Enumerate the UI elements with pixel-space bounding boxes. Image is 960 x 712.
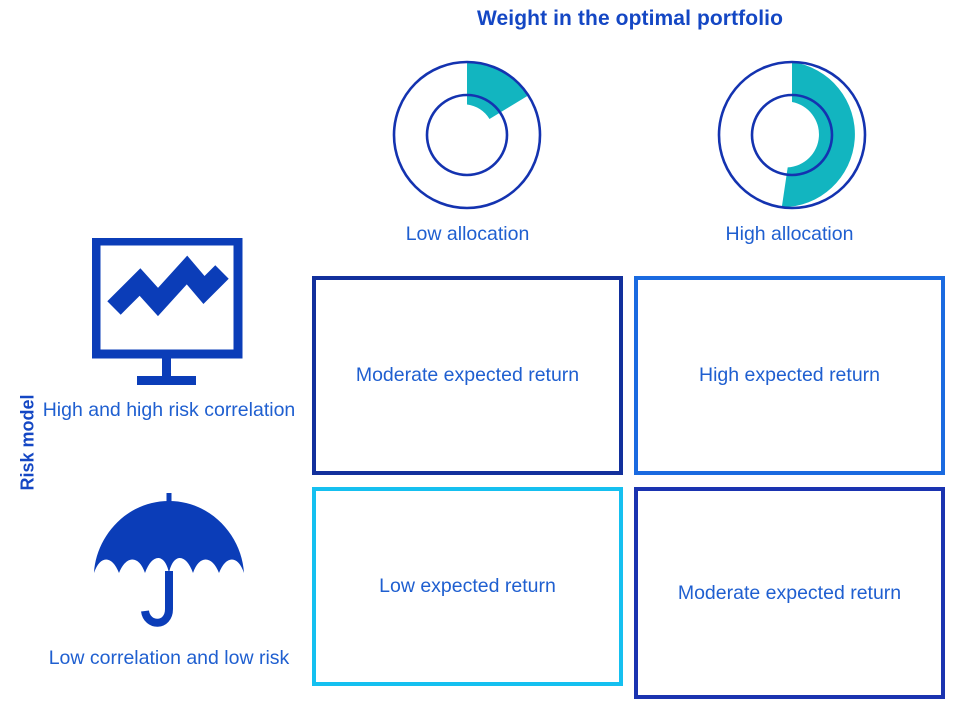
donut-outer-ring: [392, 60, 542, 210]
matrix-cell-low-risk-low-allocation[interactable]: Low expected return: [312, 487, 623, 686]
donut-outer-ring: [717, 60, 867, 210]
matrix-cell-high-risk-high-allocation[interactable]: High expected return: [634, 276, 945, 475]
page-title: Weight in the optimal portfolio: [476, 7, 783, 30]
matrix-cell-label: High expected return: [698, 364, 881, 387]
matrix-cell-high-risk-low-allocation[interactable]: Moderate expected return: [312, 276, 623, 475]
donut-inner-ring: [750, 93, 834, 177]
line-chart-monitor-icon: [92, 238, 252, 388]
row-label-low-risk: Low correlation and low risk: [48, 647, 290, 669]
matrix-cell-label: Low expected return: [379, 575, 556, 598]
donut-slice-allocated: [467, 62, 529, 119]
donut-chart-low-allocation: [389, 57, 545, 213]
row-label-high-risk: High and high risk correlation: [42, 399, 296, 421]
vertical-axis-label: Risk model: [17, 394, 38, 491]
donut-inner-ring: [425, 93, 509, 177]
umbrella-icon: [90, 485, 250, 635]
donut-slice-allocated: [781, 62, 855, 208]
column-header-high-allocation: High allocation: [725, 223, 854, 245]
matrix-cell-label: Moderate expected return: [355, 364, 580, 387]
matrix-cell-low-risk-high-allocation[interactable]: Moderate expected return: [634, 487, 945, 699]
column-header-low-allocation: Low allocation: [405, 223, 530, 245]
matrix-cell-label: Moderate expected return: [677, 581, 902, 604]
donut-chart-high-allocation: [714, 57, 870, 213]
